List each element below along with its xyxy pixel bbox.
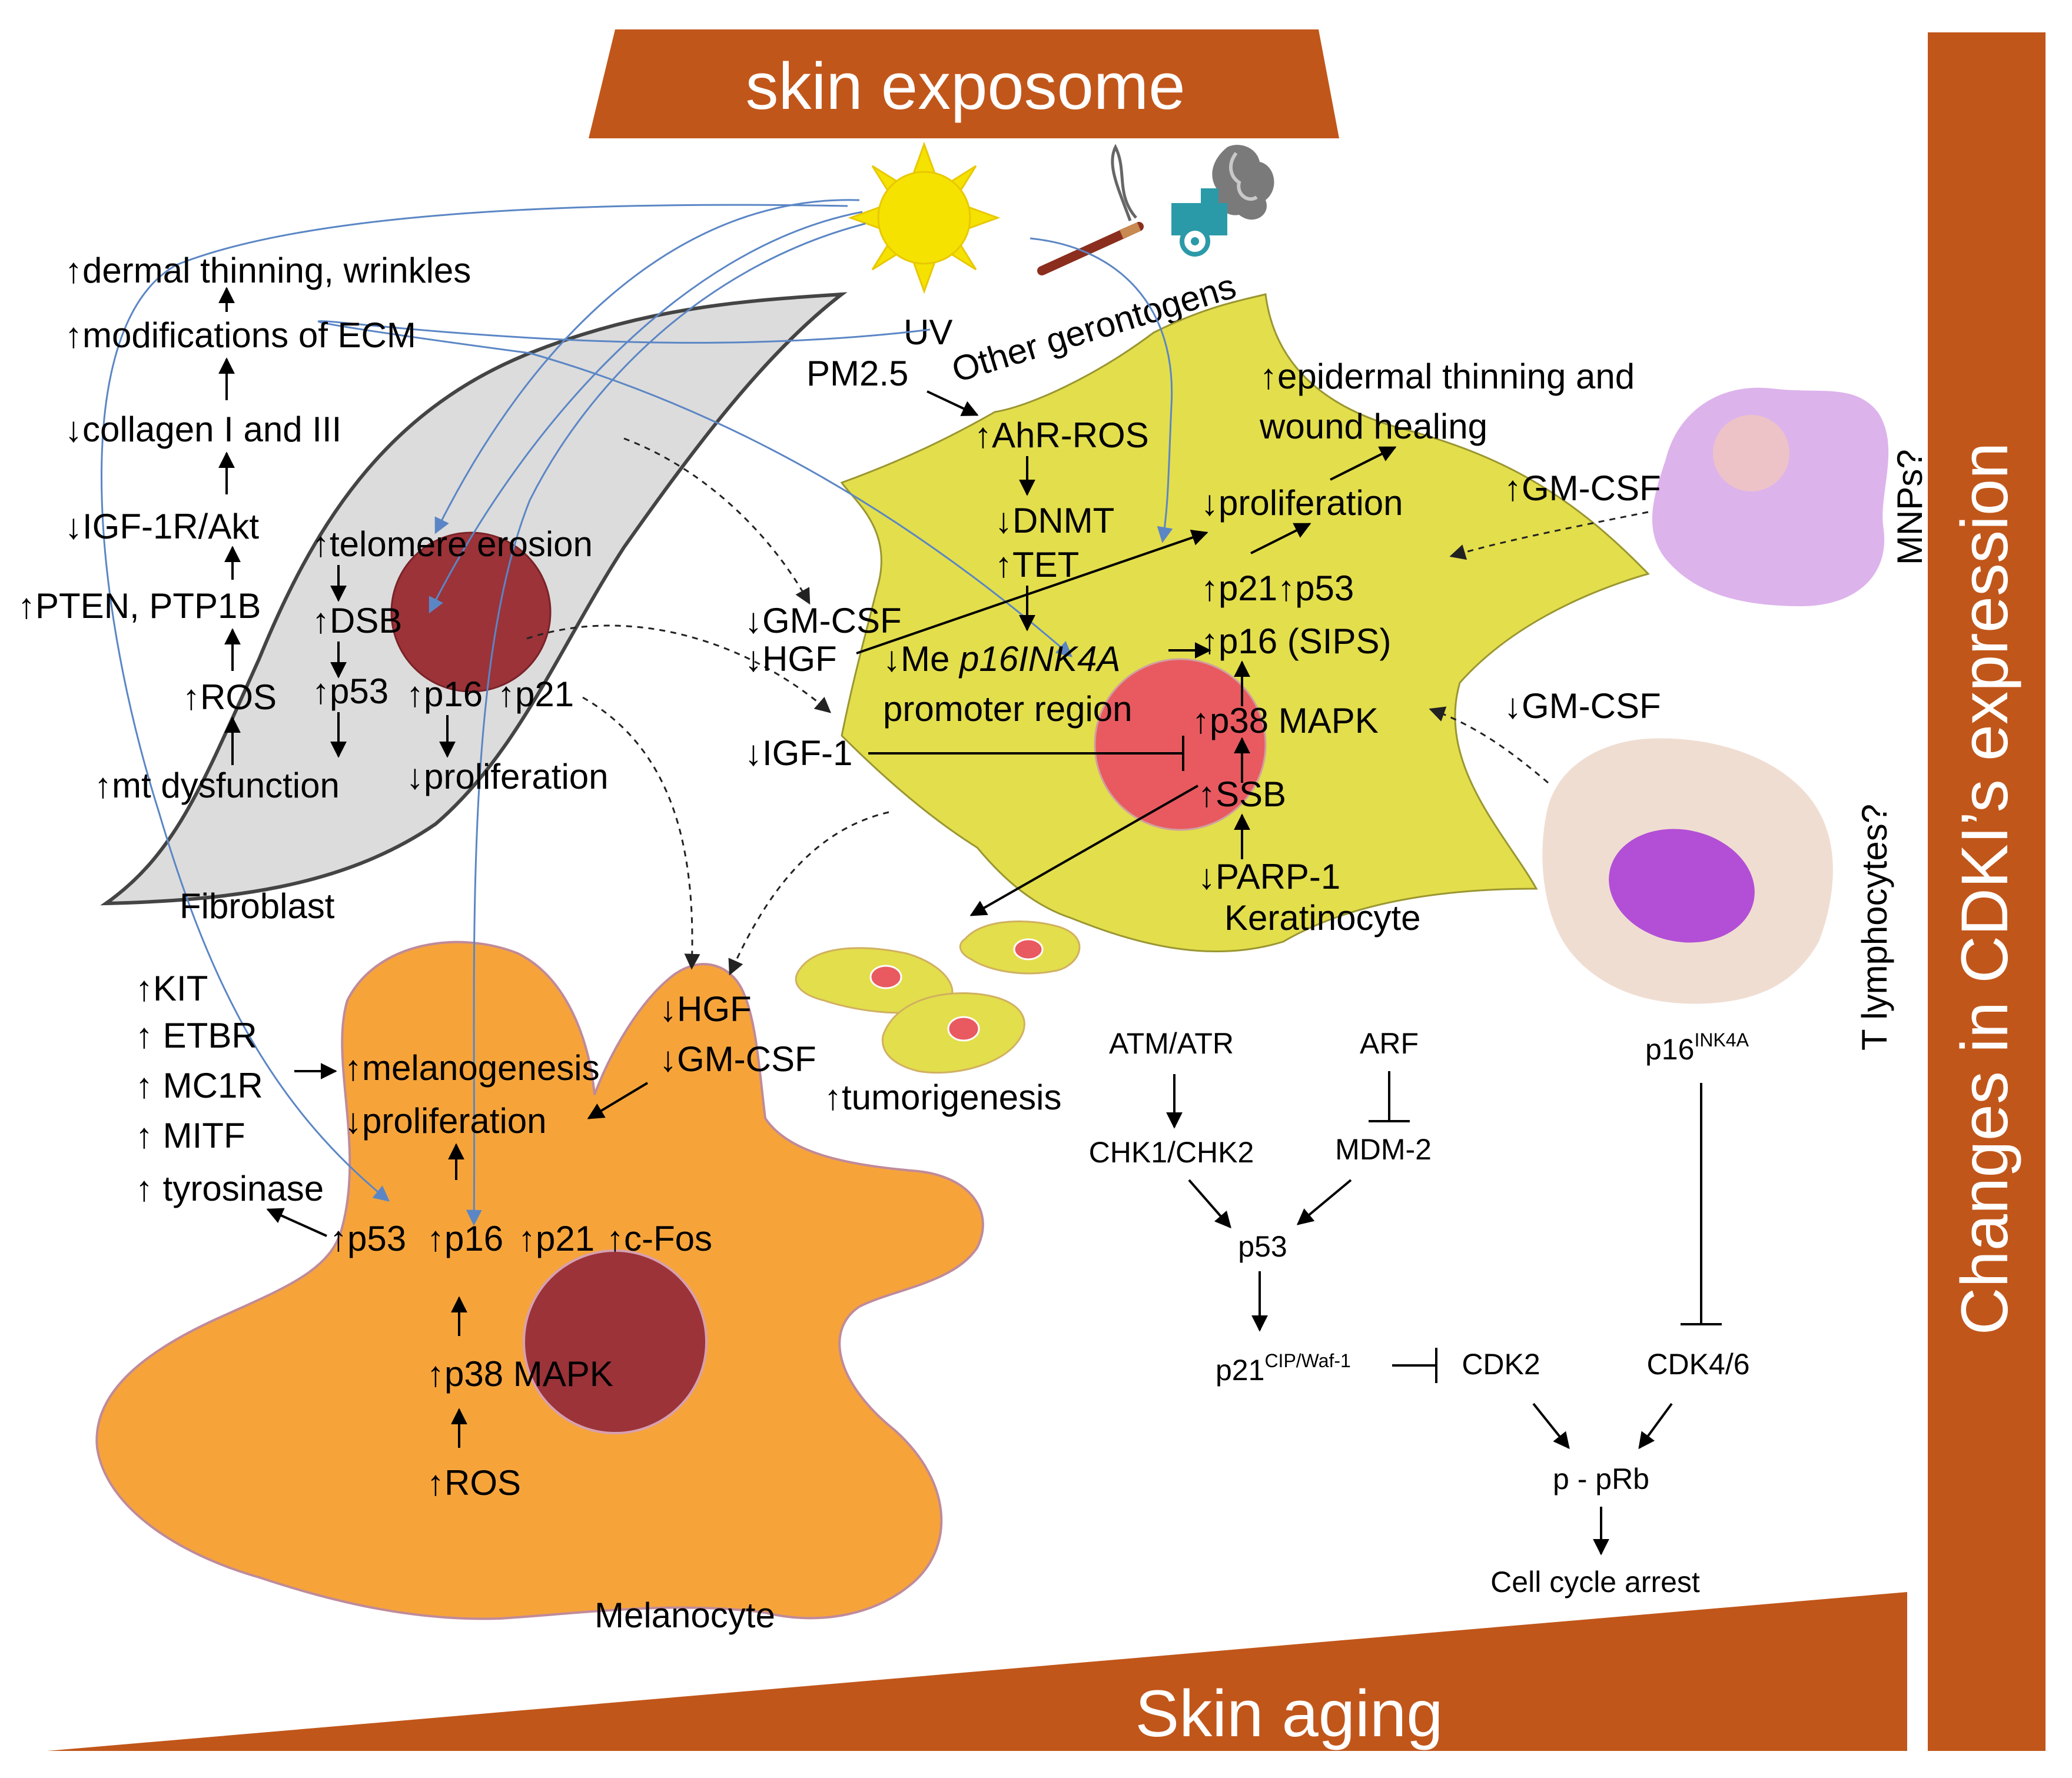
gmcsf-up-mnp: ↑GM-CSF — [1504, 468, 1661, 508]
pathway-arf: ARF — [1360, 1027, 1419, 1060]
fibro-p53: ↑p53 — [312, 672, 388, 711]
gmcsf-down-fibro: ↓GM-CSF — [745, 601, 902, 640]
fibro-dermal: ↑dermal thinning, wrinkles — [65, 251, 471, 290]
melanocyte-nucleus — [523, 1249, 708, 1434]
kera-parp: ↓PARP-1 — [1198, 857, 1340, 896]
fibroblast-arrows — [218, 287, 456, 765]
pollution-icon — [1171, 145, 1274, 257]
pathway-mdm2: MDM-2 — [1335, 1133, 1432, 1166]
kera-epi-2: wound healing — [1259, 407, 1487, 446]
mel-prolif: ↓proliferation — [344, 1101, 547, 1141]
kera-promoter: promoter region — [883, 689, 1133, 729]
pathway-p53: p53 — [1238, 1230, 1287, 1263]
pathway-p16-sup: INK4A — [1694, 1029, 1749, 1051]
pathway-pprb: p - pRb — [1553, 1463, 1649, 1495]
pathway-arrest: Cell cycle arrest — [1490, 1566, 1700, 1598]
tumor-cells — [795, 920, 1081, 1074]
mel-ros: ↑ROS — [427, 1463, 521, 1503]
fibro-mt: ↑mt dysfunction — [94, 766, 340, 805]
pathway-cdk46: CDK4/6 — [1646, 1348, 1749, 1381]
fibroblast-label: Fibroblast — [180, 886, 335, 926]
mel-kit: ↑KIT — [135, 969, 208, 1008]
t-lymphocytes-label: T lymphocytes? — [1855, 804, 1894, 1051]
top-banner-label: skin exposome — [745, 49, 1185, 123]
sun-icon — [848, 141, 1001, 294]
keratinocyte-label: Keratinocyte — [1224, 898, 1421, 938]
pathway-p16-base: p16 — [1645, 1033, 1694, 1066]
fibroblast-cell — [100, 292, 848, 906]
pathway-p21: p21CIP/Waf-1 — [1216, 1350, 1351, 1387]
mel-mitf: ↑ MITF — [135, 1116, 245, 1155]
melanocyte-arrows — [266, 1063, 649, 1448]
igf1-down: ↓IGF-1 — [745, 733, 852, 773]
kera-p38: ↑p38 MAPK — [1192, 701, 1379, 740]
fibro-p16: ↑p16 — [406, 674, 483, 714]
fibroblast-nucleus — [390, 531, 552, 693]
pathway-p21-base: p21 — [1216, 1354, 1264, 1387]
exposure-connectors — [101, 199, 1173, 1226]
fibro-ecm: ↑modifications of ECM — [65, 315, 416, 355]
kera-p21p53: ↑p21↑p53 — [1201, 569, 1354, 608]
fibro-ros: ↑ROS — [182, 677, 277, 717]
tumorigenesis-label: ↑tumorigenesis — [824, 1078, 1062, 1117]
bottom-banner-label: Skin aging — [1135, 1677, 1443, 1750]
mel-mc1r: ↑ MC1R — [135, 1066, 263, 1105]
pathway-arrows — [1166, 1071, 1722, 1556]
right-banner-label: Changes in CDKI’s expression — [1948, 443, 2021, 1335]
mel-p16: ↑p16 — [427, 1219, 503, 1258]
paracrine-arrows — [526, 437, 1649, 976]
mel-gmcsf: ↓GM-CSF — [659, 1039, 816, 1079]
keratinocyte-cell — [840, 293, 1650, 953]
hgf-down-fibro: ↓HGF — [745, 639, 837, 679]
kera-epi-1: ↑epidermal thinning and — [1260, 357, 1635, 396]
kera-ahr: ↑AhR-ROS — [974, 416, 1149, 455]
fibro-prolif: ↓proliferation — [406, 757, 609, 796]
pathway-cdk2: CDK2 — [1462, 1348, 1540, 1381]
pathway-chk: CHK1/CHK2 — [1089, 1136, 1254, 1169]
gmcsf-down-tcell: ↓GM-CSF — [1504, 686, 1661, 726]
top-banner: skin exposome — [589, 29, 1339, 138]
pathway-p16: p16INK4A — [1645, 1029, 1749, 1066]
t-lymphocyte-cell — [1542, 738, 1833, 1004]
keratinocyte-nucleus — [1094, 658, 1267, 831]
kera-me-prefix: ↓Me — [883, 639, 949, 679]
mel-p38: ↑p38 MAPK — [427, 1354, 613, 1394]
kera-p16sips: ↑p16 (SIPS) — [1201, 622, 1391, 661]
mel-melano: ↑melanogenesis — [344, 1048, 600, 1088]
kera-me: ↓Me p16INK4A — [883, 639, 1121, 679]
mel-tyros: ↑ tyrosinase — [135, 1169, 324, 1208]
melanocyte-cell — [95, 940, 984, 1620]
mel-etbr: ↑ ETBR — [135, 1016, 257, 1055]
cigarette-icon — [1037, 144, 1144, 275]
fibro-p21: ↑p21 — [497, 674, 574, 714]
mnps-label: MNPs? — [1890, 449, 1930, 565]
kera-prolif: ↓proliferation — [1201, 483, 1403, 523]
fibro-dsb: ↑DSB — [312, 601, 402, 640]
pathway-atm: ATM/ATR — [1109, 1027, 1234, 1060]
mel-p21: ↑p21 — [518, 1219, 595, 1258]
kera-dnmt: ↓DNMT — [995, 501, 1114, 540]
mnp-cell — [1652, 387, 1889, 606]
mel-cfos: ↑c-Fos — [606, 1219, 712, 1258]
keratinocyte-arrows — [856, 390, 1397, 916]
kera-me-gene: p16INK4A — [958, 639, 1121, 679]
melanocyte-label: Melanocyte — [595, 1596, 775, 1635]
mel-p53: ↑p53 — [330, 1219, 406, 1258]
fibro-telomere: ↑telomere erosion — [312, 524, 593, 564]
fibro-collagen: ↓collagen I and III — [65, 410, 341, 449]
pm25-label: PM2.5 — [806, 354, 908, 393]
kera-tet: ↑TET — [995, 545, 1079, 584]
pathway-p21-sup: CIP/Waf-1 — [1264, 1350, 1350, 1371]
fibro-pten: ↑PTEN, PTP1B — [18, 586, 261, 626]
mel-hgf: ↓HGF — [659, 989, 752, 1029]
bottom-banner: Skin aging — [47, 1592, 1907, 1751]
right-banner: Changes in CDKI’s expression — [1928, 32, 2046, 1751]
fibro-igf1r: ↓IGF-1R/Akt — [65, 507, 259, 546]
